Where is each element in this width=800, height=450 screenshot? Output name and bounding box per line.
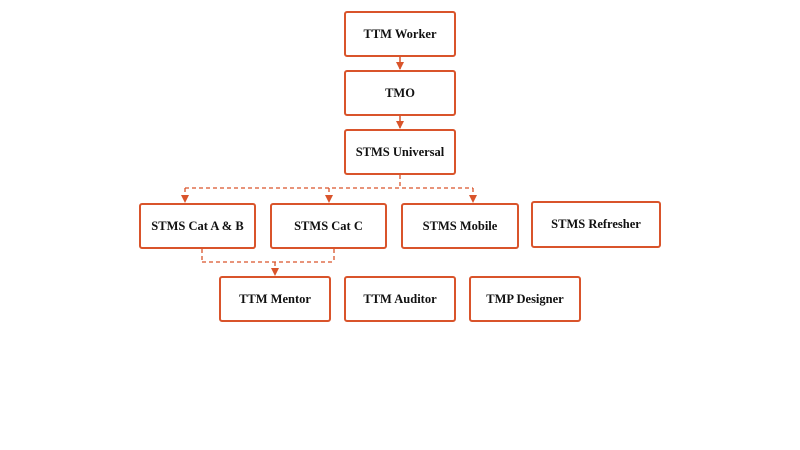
node-stms-cat-c[interactable]: STMS Cat C bbox=[270, 203, 387, 249]
node-ttm-auditor[interactable]: TTM Auditor bbox=[344, 276, 456, 322]
node-stms-cat-ab[interactable]: STMS Cat A & B bbox=[139, 203, 256, 249]
node-tmp-designer[interactable]: TMP Designer bbox=[469, 276, 581, 322]
node-stms-mobile[interactable]: STMS Mobile bbox=[401, 203, 519, 249]
node-stms-refresher[interactable]: STMS Refresher bbox=[531, 201, 661, 248]
node-stms-universal[interactable]: STMS Universal bbox=[344, 129, 456, 175]
node-ttm-mentor[interactable]: TTM Mentor bbox=[219, 276, 331, 322]
node-ttm-worker[interactable]: TTM Worker bbox=[344, 11, 456, 57]
node-tmo[interactable]: TMO bbox=[344, 70, 456, 116]
